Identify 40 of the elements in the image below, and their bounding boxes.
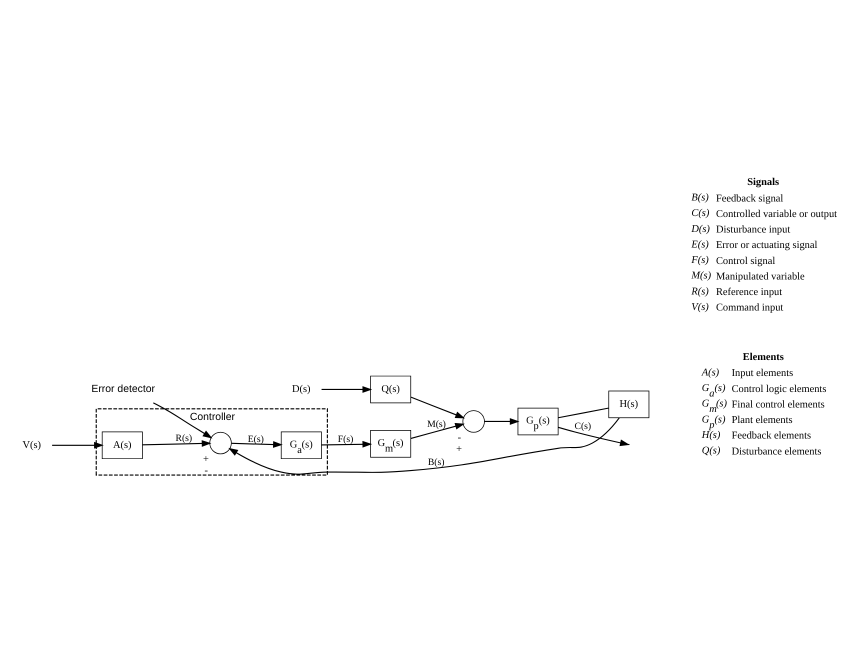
label: D(s) <box>691 223 710 234</box>
label: C(s) <box>691 208 710 219</box>
label: M(s) <box>691 270 712 282</box>
label: Elements <box>742 351 784 362</box>
node-text: D(s) <box>292 384 311 395</box>
label: A(s) <box>702 366 720 378</box>
edge-label: F(s) <box>338 433 354 444</box>
node-text: Error detector <box>91 384 156 395</box>
label: Disturbance elements <box>732 446 822 457</box>
label: B(s) <box>691 192 709 204</box>
label: Command input <box>716 302 784 314</box>
label: F(s) <box>691 254 709 266</box>
label: Reference input <box>716 286 782 298</box>
node-text: V(s) <box>22 440 42 451</box>
label: Q(s) <box>702 445 720 456</box>
node-label: + <box>203 454 209 465</box>
label: H(s) <box>702 429 720 440</box>
label: Signals <box>747 176 780 188</box>
node-label: - <box>458 432 462 444</box>
label: Feedback signal <box>716 192 784 204</box>
label: Disturbance input <box>716 224 790 236</box>
label: Manipulated variable <box>716 270 805 282</box>
edge-label: E(s) <box>248 433 264 444</box>
label: R(s) <box>691 286 709 297</box>
label: Plant elements <box>732 414 793 426</box>
label: Input elements <box>732 368 794 379</box>
label: Final control elements <box>732 398 825 410</box>
edge-label: C(s) <box>574 420 592 432</box>
label: E(s) <box>691 238 709 250</box>
label: Controlled variable or output <box>716 208 838 220</box>
edge-label: B(s) <box>428 456 445 468</box>
node-label: - <box>204 464 208 476</box>
edge-label: M(s) <box>427 418 446 430</box>
label: Feedback elements <box>732 430 812 442</box>
label: Error or actuating signal <box>716 240 818 251</box>
label: V(s) <box>691 301 709 312</box>
label: Control signal <box>716 255 776 266</box>
node-label: + <box>456 443 462 454</box>
label: Control logic elements <box>732 383 826 394</box>
edge-label: R(s) <box>176 432 192 444</box>
